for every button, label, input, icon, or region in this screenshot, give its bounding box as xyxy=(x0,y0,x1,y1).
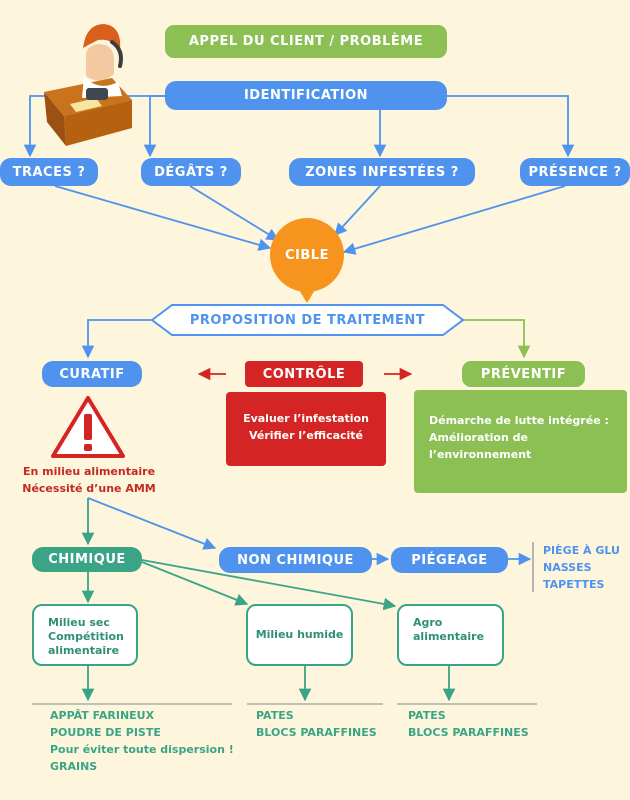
controle-line: Evaluer l’infestation xyxy=(243,412,369,425)
list-item: PIÈGE À GLU xyxy=(543,544,620,557)
question-zones-infestees: ZONES INFESTÉES ? xyxy=(289,158,475,186)
list-item: NASSES xyxy=(543,561,592,574)
milieu-humide-box: Milieu humide xyxy=(246,604,353,666)
milieu-line: alimentaire xyxy=(48,644,120,657)
result-list-sec: APPÂT FARINEUX POUDRE DE PISTE Pour évit… xyxy=(50,707,234,775)
question-presence: PRÉSENCE ? xyxy=(520,158,630,186)
milieu-line: Milieu sec xyxy=(48,616,110,629)
milieu-sec-box: Milieu sec Compétition alimentaire xyxy=(32,604,138,666)
curatif-box: CURATIF xyxy=(42,361,142,387)
milieu-line: Agro xyxy=(413,616,443,629)
result-list-agro: PATES BLOCS PARAFFINES xyxy=(408,707,529,741)
question-traces: TRACES ? xyxy=(0,158,98,186)
list-item: POUDRE DE PISTE xyxy=(50,726,161,739)
milieu-line: alimentaire xyxy=(413,630,485,643)
appel-client-box: APPEL DU CLIENT / PROBLÈME xyxy=(165,25,447,58)
controle-detail: Evaluer l’infestation Vérifier l’efficac… xyxy=(226,392,386,466)
controle-box: CONTRÔLE xyxy=(245,361,363,387)
preventif-box: PRÉVENTIF xyxy=(462,361,585,387)
chimique-box: CHIMIQUE xyxy=(32,547,142,572)
milieu-line: Milieu humide xyxy=(255,628,344,641)
preventif-line: Démarche de lutte intégrée : xyxy=(429,414,609,427)
preventif-detail: Démarche de lutte intégrée : Amélioratio… xyxy=(414,390,627,493)
list-item: PATES xyxy=(408,709,446,722)
list-item: PATES xyxy=(256,709,294,722)
milieu-agro-box: Agro alimentaire xyxy=(397,604,504,666)
list-item: GRAINS xyxy=(50,760,98,773)
warning-triangle-icon xyxy=(51,396,125,458)
result-list-humide: PATES BLOCS PARAFFINES xyxy=(256,707,377,741)
non-chimique-box: NON CHIMIQUE xyxy=(219,547,372,573)
controle-line: Vérifier l’efficacité xyxy=(248,429,364,442)
identification-box: IDENTIFICATION xyxy=(165,81,447,110)
list-item: APPÂT FARINEUX xyxy=(50,709,155,722)
warning-text: En milieu alimentaire Nécessité d’une AM… xyxy=(14,463,164,497)
question-degats: DÉGÂTS ? xyxy=(141,158,241,186)
cible-label: CIBLE xyxy=(285,247,329,263)
preventif-line: Amélioration de xyxy=(429,431,528,444)
warning-line: En milieu alimentaire xyxy=(22,465,156,478)
piegeage-list: PIÈGE À GLU NASSES TAPETTES xyxy=(543,542,620,593)
list-item: BLOCS PARAFFINES xyxy=(256,726,377,739)
preventif-line: l’environnement xyxy=(429,448,532,461)
warning-line: Nécessité d’une AMM xyxy=(22,482,156,495)
piegeage-box: PIÉGEAGE xyxy=(391,547,508,573)
list-item: BLOCS PARAFFINES xyxy=(408,726,529,739)
proposition-traitement-label: PROPOSITION DE TRAITEMENT xyxy=(189,312,426,328)
list-item: TAPETTES xyxy=(543,578,605,591)
list-item: Pour éviter toute dispersion ! xyxy=(50,743,234,756)
milieu-line: Compétition xyxy=(48,630,124,643)
person-on-phone-icon xyxy=(44,24,132,146)
